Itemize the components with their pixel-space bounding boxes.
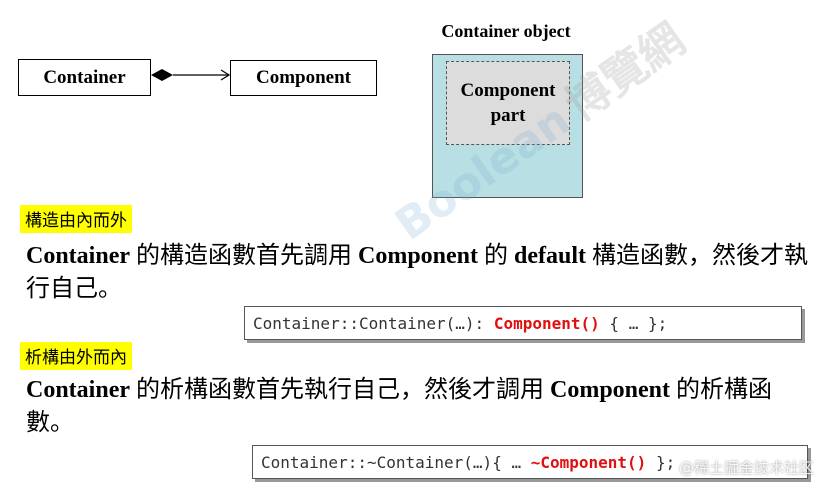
container-object: Component part (432, 54, 583, 198)
container-class-box: Container (18, 59, 151, 96)
container-class-label: Container (43, 66, 126, 88)
component-class-label: Component (255, 67, 351, 88)
arrow-head (220, 69, 231, 81)
component-part-label: Component part (460, 80, 556, 126)
composition-arrow (151, 69, 231, 81)
constructor-description: Container 的構造函數首先調用 Component 的 default … (26, 243, 809, 302)
credit-watermark: @稀土掘金技术社区 (678, 459, 814, 477)
object-title: Container object (441, 21, 571, 41)
composition-diamond (151, 69, 173, 81)
destructor-code: Container::~Container(…){ … ~Component()… (252, 445, 808, 479)
constructor-code: Container::Container(…): Component() { …… (244, 306, 802, 340)
destructor-tag: 析構由外而內 (20, 342, 132, 370)
destructor-description: Container 的析構函數首先執行自己，然後才調用 Component 的析… (26, 377, 773, 436)
constructor-tag: 構造由內而外 (20, 205, 132, 233)
component-part: Component part (446, 61, 570, 145)
component-class-box: Component (230, 60, 377, 96)
